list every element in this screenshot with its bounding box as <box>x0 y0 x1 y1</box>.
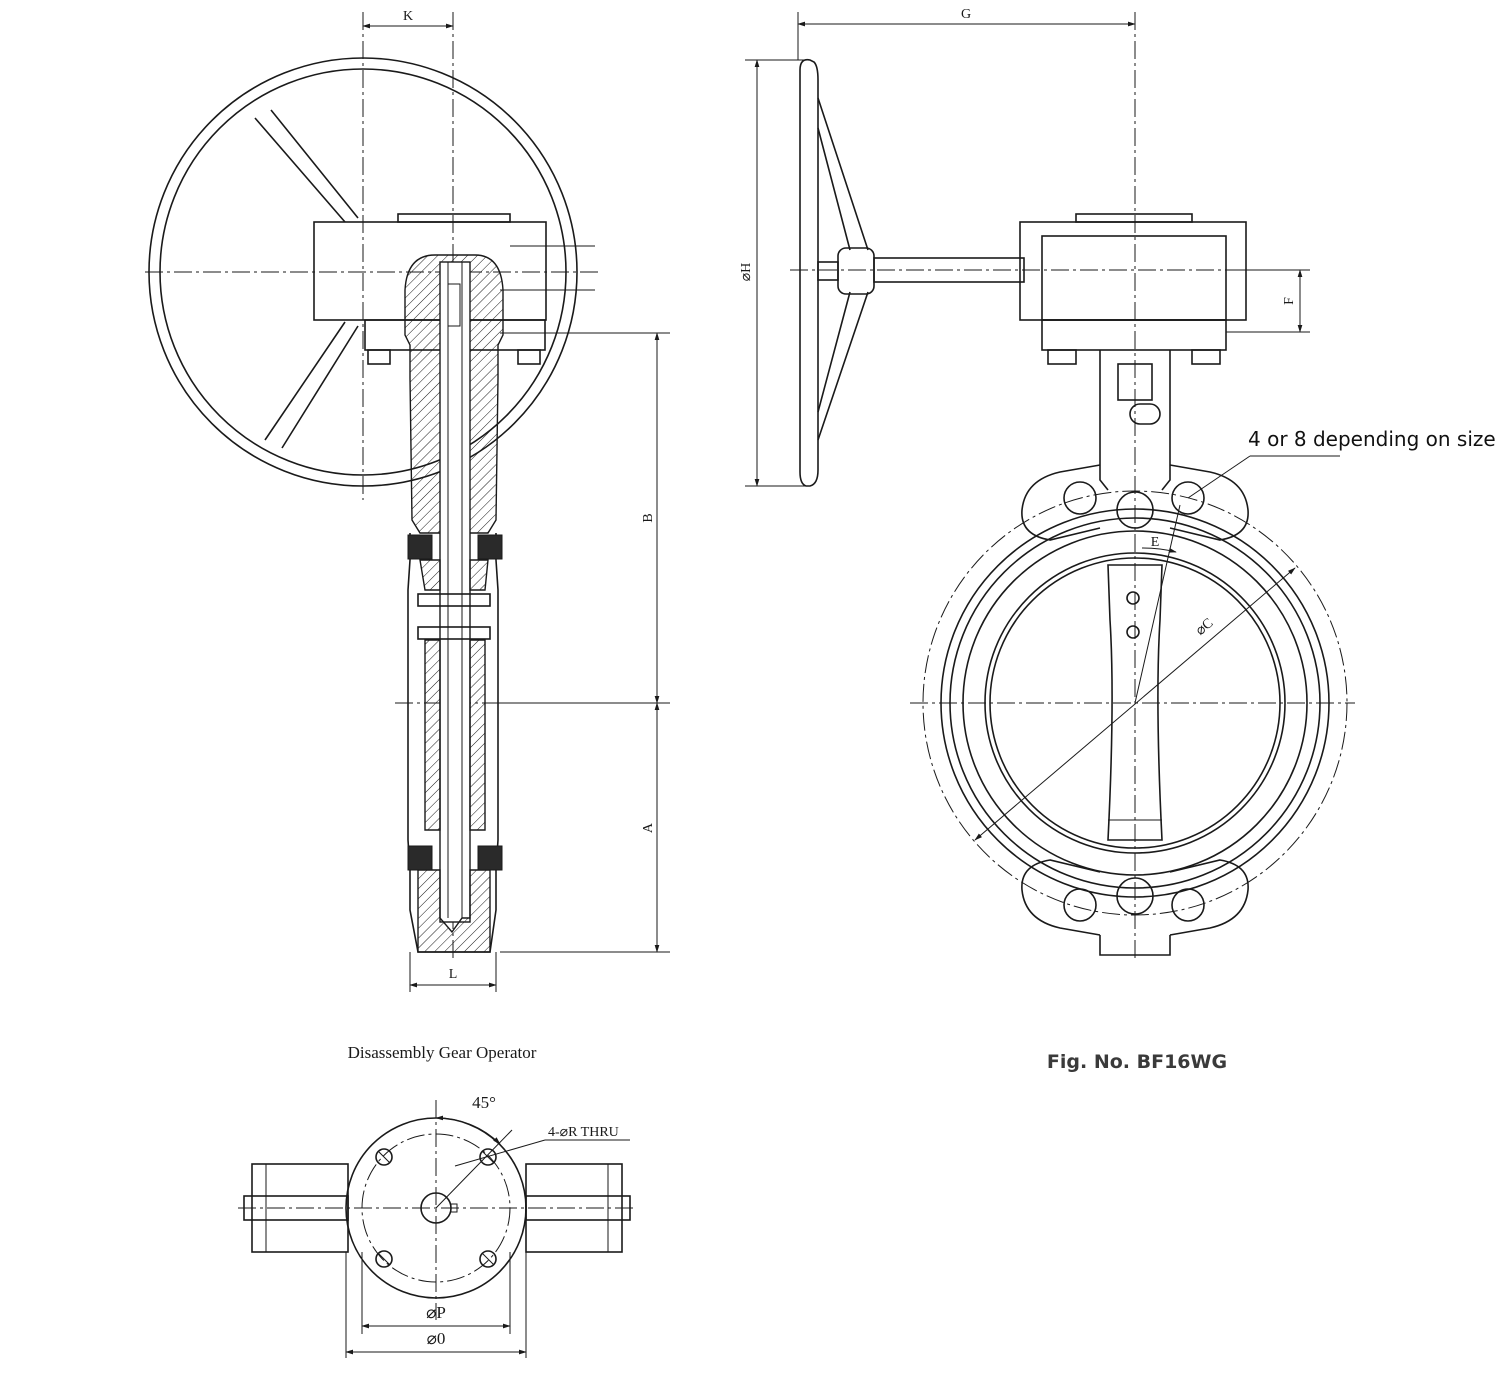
front-section-view: K B A L <box>145 9 670 992</box>
dim-label-b: B <box>641 513 656 522</box>
side-view: F ⌀C E <box>739 7 1496 962</box>
valve-body-ring <box>940 508 1330 898</box>
gear-operator-title: Disassembly Gear Operator <box>348 1043 537 1062</box>
gear-shaft <box>873 257 1025 283</box>
angle-label: 45° <box>472 1093 496 1112</box>
dim-label-g: G <box>961 7 971 22</box>
bolt-circle <box>922 490 1348 916</box>
handwheel-side <box>799 58 819 487</box>
valve-stem <box>439 261 471 923</box>
figure-number: Fig. No. BF16WG <box>1047 1051 1227 1073</box>
disc-pin <box>417 593 491 607</box>
dim-label-l: L <box>449 967 458 982</box>
dim-label-k: K <box>403 9 413 24</box>
seal-ring <box>407 534 433 560</box>
dim-line-c <box>974 567 1296 841</box>
dim-label-c: ⌀C <box>1193 616 1216 639</box>
bolt <box>367 349 391 365</box>
dim-label-o: ⌀0 <box>427 1329 446 1348</box>
valve-neck <box>1099 350 1171 491</box>
dim-label-p: ⌀P <box>426 1303 446 1322</box>
dim-label-f: F <box>1282 297 1297 305</box>
handwheel-spoke <box>254 109 359 223</box>
flange-hole <box>375 1148 393 1166</box>
dim-label-e: E <box>1151 535 1160 550</box>
hole-callout: 4-⌀R THRU <box>548 1125 619 1140</box>
bolt-hole <box>1063 481 1097 515</box>
dim-label-h: ⌀H <box>739 263 754 282</box>
body-lug <box>1021 464 1101 541</box>
gear-operator-view: 45° 4-⌀R THRU ⌀P ⌀0 <box>238 1093 636 1358</box>
lug-hole-callout: 4 or 8 depending on size <box>1248 427 1496 451</box>
dim-label-a: A <box>641 822 656 833</box>
